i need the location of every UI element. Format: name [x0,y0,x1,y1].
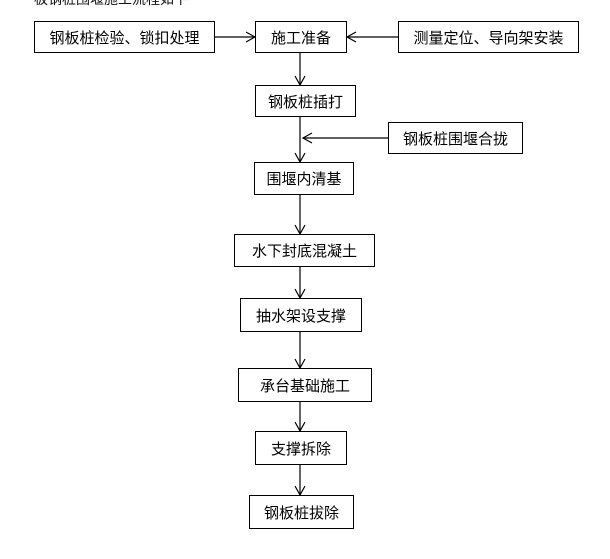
step-base-cleaning: 围堰内清基 [254,162,354,195]
step-preparation: 施工准备 [255,21,347,53]
step-dewatering-bracing: 抽水架设支撑 [240,298,362,332]
inspection-box: 钢板桩检验、锁扣处理 [34,21,215,53]
step-underwater-concrete: 水下封底混凝土 [234,234,375,267]
step-pile-cap-construction: 承台基础施工 [238,368,372,402]
step-pile-driving: 钢板桩插打 [255,85,356,117]
step-pile-extraction: 钢板桩拔除 [249,495,354,529]
arrowhead-left [301,132,313,144]
step-bracing-removal: 支撑拆除 [255,431,347,465]
cropped-header-text: 板钢桩围堰施工流程如下 [34,0,188,8]
closure-box: 钢板桩围堰合拢 [388,122,523,154]
arrowhead-left [345,31,357,43]
survey-box: 测量定位、导向架安装 [398,21,579,53]
